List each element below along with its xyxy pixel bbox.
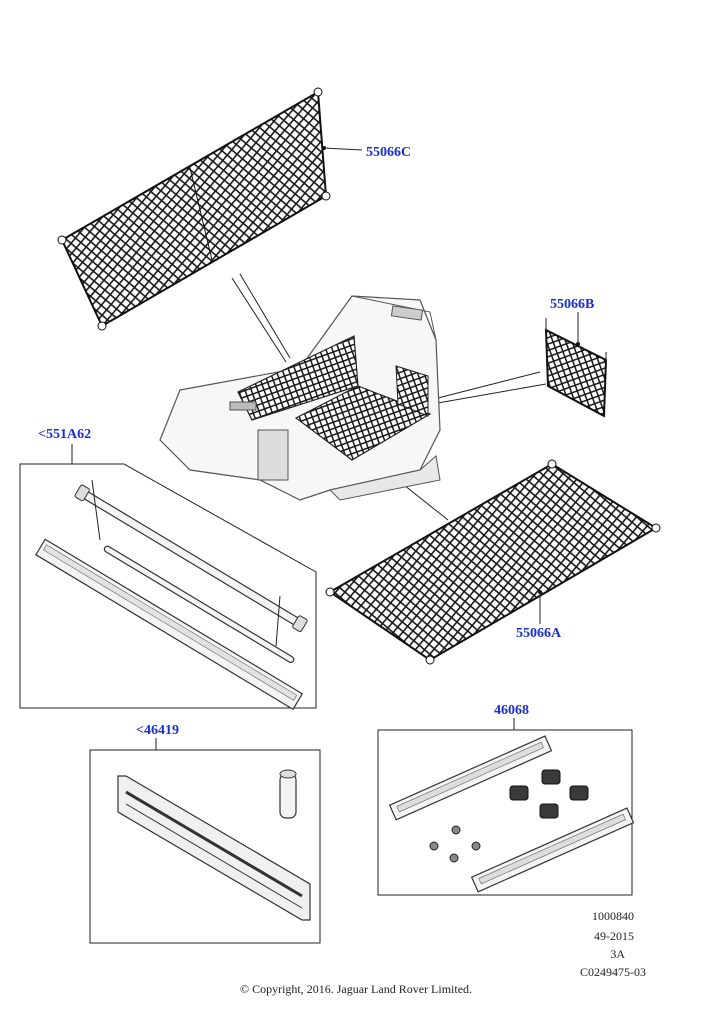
cargo-net-floor — [325, 459, 661, 665]
callout-55066C: 55066C — [366, 145, 411, 160]
partition-box — [89, 738, 321, 944]
callout-551A62: <551A62 — [38, 427, 91, 442]
cover-kit-box — [19, 444, 317, 711]
callout-55066B: 55066B — [550, 297, 594, 312]
cargo-net-upper — [57, 87, 363, 331]
callout-55066A: 55066A — [516, 626, 562, 641]
sheet-label: 3A — [610, 947, 625, 961]
copyright-notice: © Copyright, 2016. Jaguar Land Rover Lim… — [240, 982, 472, 996]
leader-line — [239, 273, 291, 359]
cargo-net-side — [544, 312, 608, 418]
vehicle-cargo-area — [159, 295, 441, 501]
leader-line — [429, 371, 541, 401]
rail-kit-box — [377, 718, 635, 896]
date-code: 49-2015 — [594, 929, 634, 943]
leader-line — [231, 277, 287, 363]
drawing-id: C0249475-03 — [580, 965, 646, 979]
reference-number: 1000840 — [592, 909, 634, 923]
callout-46068: 46068 — [494, 703, 529, 718]
callout-46419: <46419 — [136, 723, 179, 738]
leader-line — [431, 383, 547, 405]
